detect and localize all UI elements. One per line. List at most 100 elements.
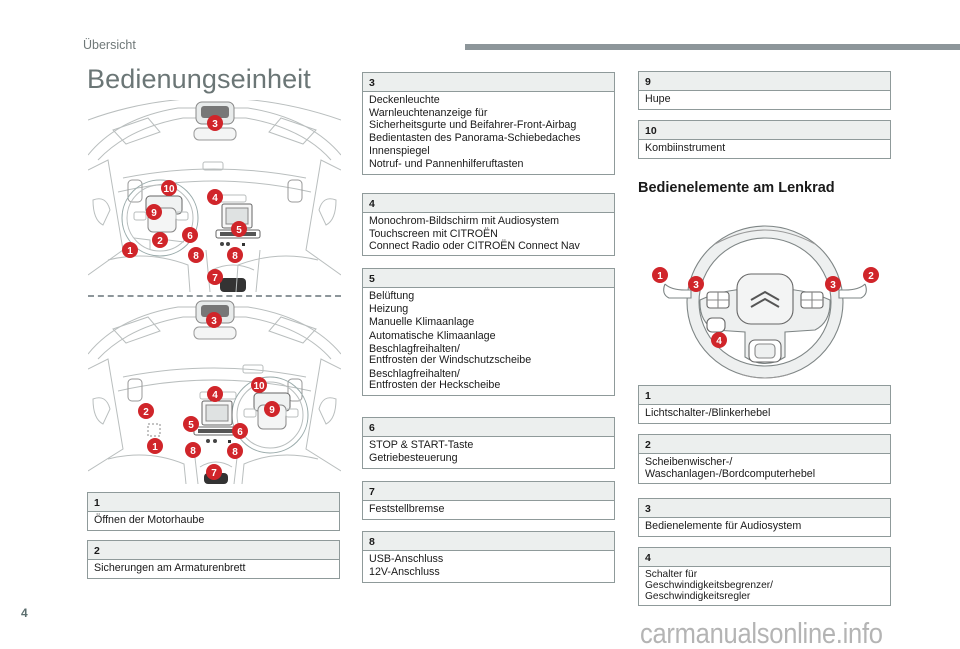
svg-text:2: 2 xyxy=(143,407,149,418)
legend-line: Heizung xyxy=(369,303,409,316)
svg-text:4: 4 xyxy=(716,336,722,347)
svg-text:6: 6 xyxy=(187,231,193,242)
callout-5: 5 xyxy=(183,416,199,432)
legend-line: Beschlagfreihalten/ xyxy=(369,367,460,380)
legend-line: Warnleuchtenanzeige für xyxy=(369,107,488,120)
svg-text:8: 8 xyxy=(193,251,199,262)
legend-line: Sicherheitsgurte und Beifahrer-Front-Air… xyxy=(369,118,577,131)
legend-line: Touchscreen mit CITROËN xyxy=(369,228,498,241)
callout-2: 2 xyxy=(863,267,879,283)
section-label: Übersicht xyxy=(83,38,136,52)
callouts-steering: 1 2 3 3 4 xyxy=(652,267,879,348)
svg-text:8: 8 xyxy=(232,447,238,458)
callout-3: 3 xyxy=(206,312,222,328)
legend-line: Automatische Klimaanlage xyxy=(369,329,496,342)
legend-box-9: 9 Hupe xyxy=(638,71,891,110)
legend-line: Belüftung xyxy=(369,290,415,302)
legend-box-left-1: 1 Öffnen der Motorhaube xyxy=(87,492,340,531)
svg-text:7: 7 xyxy=(211,468,217,479)
svg-text:9: 9 xyxy=(269,405,275,416)
legend-line: Sicherungen am Armaturenbrett xyxy=(94,562,246,574)
callout-4: 4 xyxy=(711,332,727,348)
callouts-rhd: 3 10 4 9 2 5 6 1 8 8 7 xyxy=(138,312,280,480)
legend-number: 1 xyxy=(639,386,890,405)
legend-number: 4 xyxy=(363,194,614,213)
legend-line: STOP & START-Taste xyxy=(369,439,474,451)
callout-6: 6 xyxy=(232,423,248,439)
legend-number: 7 xyxy=(363,482,614,501)
svg-text:10: 10 xyxy=(253,381,265,392)
callout-4: 4 xyxy=(207,189,223,205)
svg-text:6: 6 xyxy=(237,427,243,438)
callout-8a: 8 xyxy=(185,442,201,458)
steering-box-3: 3 Bedienelemente für Audiosystem xyxy=(638,498,891,537)
svg-text:2: 2 xyxy=(157,236,163,247)
legend-box-5: 5 Belüftung Heizung Manuelle Klimaanlage… xyxy=(362,268,615,396)
legend-line: Notruf- und Pannenhilferuftasten xyxy=(369,158,524,171)
legend-line: Manuelle Klimaanlage xyxy=(369,316,475,329)
callout-7: 7 xyxy=(207,269,223,285)
legend-number: 6 xyxy=(363,418,614,437)
callout-8a: 8 xyxy=(188,247,204,263)
legend-box-10: 10 Kombiinstrument xyxy=(638,120,891,159)
legend-line: Scheibenwischer-/ xyxy=(645,456,733,468)
legend-line: Bedienelemente für Audiosystem xyxy=(645,520,802,532)
page-number: 4 xyxy=(21,606,28,620)
callout-1: 1 xyxy=(147,438,163,454)
callouts-lhd: 3 10 4 9 5 6 2 1 8 8 7 xyxy=(122,115,247,285)
legend-line: 12V-Anschluss xyxy=(369,566,440,579)
legend-line: USB-Anschluss xyxy=(369,553,444,565)
callout-1: 1 xyxy=(652,267,668,283)
dashboard-illustration-rhd: 3 10 4 9 2 5 6 1 8 8 7 xyxy=(88,299,341,484)
legend-number: 2 xyxy=(88,541,339,560)
legend-line: Getriebesteuerung xyxy=(369,452,458,465)
callout-2: 2 xyxy=(138,403,154,419)
callout-5: 5 xyxy=(231,221,247,237)
svg-text:7: 7 xyxy=(212,273,218,284)
svg-text:4: 4 xyxy=(212,390,218,401)
legend-line: Beschlagfreihalten/ xyxy=(369,342,460,355)
legend-line: Geschwindigkeitsregler xyxy=(645,590,751,602)
callout-6: 6 xyxy=(182,227,198,243)
legend-line: Innenspiegel xyxy=(369,145,430,158)
legend-line: Schalter für xyxy=(645,569,698,580)
legend-box-6: 6 STOP & START-Taste Getriebesteuerung xyxy=(362,417,615,469)
legend-box-left-2: 2 Sicherungen am Armaturenbrett xyxy=(87,540,340,579)
dashboard-illustration-lhd: 3 10 4 9 5 6 2 1 8 8 7 xyxy=(88,100,341,292)
watermark: carmanualsonline.info xyxy=(640,618,883,649)
svg-text:3: 3 xyxy=(211,316,217,327)
legend-number: 9 xyxy=(639,72,890,91)
callout-3-left: 3 xyxy=(688,276,704,292)
svg-text:2: 2 xyxy=(868,271,874,282)
svg-text:8: 8 xyxy=(232,251,238,262)
callout-10: 10 xyxy=(251,377,267,393)
svg-text:1: 1 xyxy=(127,246,133,257)
legend-box-4: 4 Monochrom-Bildschirm mit Audiosystem T… xyxy=(362,193,615,257)
legend-line: Entfrosten der Windschutzscheibe xyxy=(369,354,532,367)
legend-line: Entfrosten der Heckscheibe xyxy=(369,379,501,392)
legend-number: 8 xyxy=(363,532,614,551)
steering-controls-heading: Bedienelemente am Lenkrad xyxy=(638,180,835,196)
section-header-bar xyxy=(465,44,960,50)
legend-number: 10 xyxy=(639,121,890,140)
svg-text:4: 4 xyxy=(212,193,218,204)
legend-line: Waschanlagen-/Bordcomputerhebel xyxy=(645,467,816,480)
svg-text:10: 10 xyxy=(163,184,175,195)
callout-1: 1 xyxy=(122,242,138,258)
legend-number: 4 xyxy=(639,548,890,567)
callout-4: 4 xyxy=(207,386,223,402)
legend-number: 3 xyxy=(639,499,890,518)
legend-line: Deckenleuchte xyxy=(369,94,440,106)
callout-9: 9 xyxy=(146,204,162,220)
legend-line: Hupe xyxy=(645,93,671,105)
steering-box-4: 4 Schalter für Geschwindigkeitsbegrenzer… xyxy=(638,547,891,607)
svg-text:1: 1 xyxy=(657,271,663,282)
svg-text:3: 3 xyxy=(830,280,836,291)
callout-8b: 8 xyxy=(227,443,243,459)
legend-line: Geschwindigkeitsbegrenzer/ xyxy=(645,579,773,591)
legend-number: 3 xyxy=(363,73,614,92)
legend-number: 2 xyxy=(639,435,890,454)
steering-box-2: 2 Scheibenwischer-/ Waschanlagen-/Bordco… xyxy=(638,434,891,485)
svg-text:3: 3 xyxy=(693,280,699,291)
legend-line: Kombiinstrument xyxy=(645,142,726,154)
